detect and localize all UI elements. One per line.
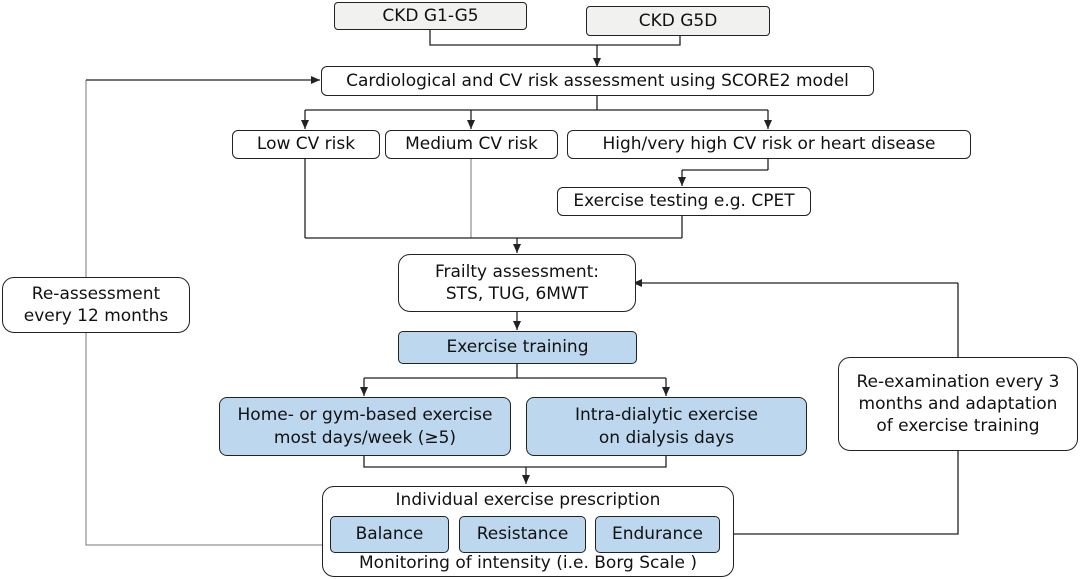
high-risk-box: High/very high CV risk or heart disease [567,130,971,159]
connector-merge-prescription [363,456,667,468]
intradialytic-exercise-box: Intra-dialytic exercise on dialysis days [526,397,807,456]
intradialytic-line-2: on dialysis days [598,427,735,448]
cardio-assessment-label: Cardiological and CV risk assessment usi… [346,70,849,91]
exercise-testing-box: Exercise testing e.g. CPET [557,187,811,216]
balance-box: Balance [330,516,449,553]
high-risk-label: High/very high CV risk or heart disease [602,134,936,155]
ckd-g5d-box: CKD G5D [586,6,770,36]
ckd-g1-g5-box: CKD G1-G5 [334,2,527,30]
home-gym-exercise-box: Home- or gym-based exercise most days/we… [219,397,511,456]
reexamination-line-1: Re-examination every 3 [856,371,1060,392]
frailty-assessment-title: Frailty assessment: [434,261,599,282]
low-risk-box: Low CV risk [232,130,380,159]
exercise-training-label: Exercise training [446,337,589,358]
balance-label: Balance [355,524,424,545]
frailty-assessment-box: Frailty assessment: STS, TUG, 6MWT [398,254,636,312]
connector-loop-left [85,80,322,546]
ckd-g5d-label: CKD G5D [638,10,718,31]
home-gym-line-2: most days/week (≥5) [273,427,457,448]
resistance-box: Resistance [459,516,586,553]
connector-ckd-merge [429,28,681,46]
exercise-testing-label: Exercise testing e.g. CPET [573,191,795,212]
home-gym-line-1: Home- or gym-based exercise [237,405,493,426]
reassessment-line-2: every 12 months [23,306,169,326]
exercise-training-box: Exercise training [398,331,637,364]
monitoring-intensity-label: Monitoring of intensity (i.e. Borg Scale… [359,552,697,573]
reassessment-box: Re-assessment every 12 months [2,277,190,333]
reexamination-line-2: months and adaptation [858,393,1058,414]
prescription-title: Individual exercise prescription [395,490,661,510]
reexamination-line-3: of exercise training [876,416,1040,437]
endurance-label: Endurance [611,524,704,545]
cardio-assessment-box: Cardiological and CV risk assessment usi… [321,66,874,96]
medium-risk-label: Medium CV risk [405,134,538,155]
endurance-box: Endurance [595,516,720,553]
exercise-prescription-box: Individual exercise prescription Monitor… [322,486,734,577]
resistance-label: Resistance [476,524,569,545]
intradialytic-line-1: Intra-dialytic exercise [574,405,758,426]
frailty-assessment-tests: STS, TUG, 6MWT [445,284,589,304]
reexamination-box: Re-examination every 3 months and adapta… [838,357,1078,451]
reassessment-line-1: Re-assessment [31,283,161,304]
low-risk-label: Low CV risk [256,134,356,155]
ckd-g1-g5-label: CKD G1-G5 [382,5,479,26]
medium-risk-box: Medium CV risk [385,130,558,159]
